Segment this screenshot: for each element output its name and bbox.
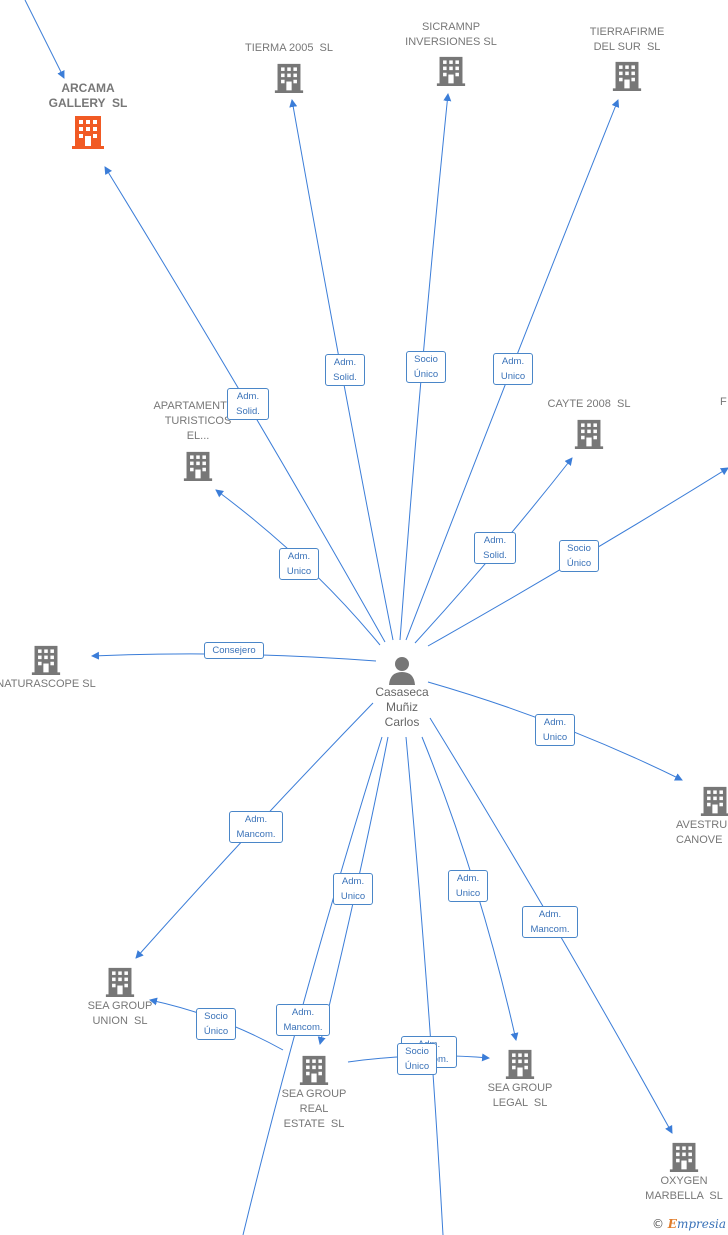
edge-label-tierrafirme[interactable]: Adm. Unico: [493, 353, 533, 385]
node-oxygen-marbella[interactable]: OXYGEN MARBELLA SL: [632, 1140, 728, 1204]
edge-label-arcama[interactable]: Adm. Solid.: [227, 388, 269, 420]
node-apartamentos-turisticos[interactable]: APARTAMENTOS TURISTICOS EL...: [140, 399, 256, 483]
node-label: F: [720, 396, 727, 408]
edge-label-offscreen[interactable]: Socio Único: [559, 540, 599, 572]
node-label: ARCAMA GALLERY SL: [48, 81, 128, 110]
node-sea-group-union[interactable]: SEA GROUP UNION SL: [68, 965, 172, 1029]
node-label: NATURASCOPE SL: [0, 678, 96, 690]
edge-label-legal[interactable]: Adm. Unico: [448, 870, 488, 902]
empresia-watermark: © Empresia: [652, 1217, 726, 1231]
node-label: APARTAMENTOS TURISTICOS EL...: [153, 400, 243, 442]
copyright-symbol: ©: [651, 1217, 664, 1231]
node-offscreen-right[interactable]: F: [720, 395, 728, 410]
building-icon: [574, 419, 604, 449]
edge-label-cayte[interactable]: Adm. Solid.: [474, 532, 516, 564]
node-label: AVESTRU CANOVE: [676, 819, 728, 846]
building-icon: [505, 1049, 535, 1079]
node-cayte-2008[interactable]: CAYTE 2008 SL: [530, 397, 648, 451]
node-tierma-2005[interactable]: TIERMA 2005 SL: [230, 41, 348, 95]
building-icon: [183, 451, 213, 481]
edge-label-realestate-b[interactable]: Adm. Mancom.: [276, 1004, 330, 1036]
edge-label-avestru[interactable]: Adm. Unico: [535, 714, 575, 746]
brand-initial: E: [667, 1217, 677, 1231]
node-avestru-canove[interactable]: AVESTRU CANOVE: [676, 784, 728, 848]
node-label: CAYTE 2008 SL: [547, 398, 631, 410]
edge-label-naturascope[interactable]: Consejero: [204, 642, 264, 659]
edge-label-legal-from-realestate[interactable]: Socio Único: [397, 1043, 437, 1075]
edge-label-union[interactable]: Adm. Mancom.: [229, 811, 283, 843]
center-person[interactable]: Casaseca Muñiz Carlos: [352, 655, 452, 730]
edge-label-oxygen[interactable]: Adm. Mancom.: [522, 906, 578, 938]
edge-line-top-left: [24, 0, 65, 79]
node-label: TIERRAFIRME DEL SUR SL: [589, 26, 665, 53]
edge-line-realestate-b: [242, 736, 383, 1235]
edge-label-realestate-a[interactable]: Adm. Unico: [333, 873, 373, 905]
building-icon: [105, 967, 135, 997]
node-label: SICRAMNP INVERSIONES SL: [405, 21, 497, 48]
edge-line-down: [405, 736, 444, 1235]
node-label: OXYGEN MARBELLA SL: [645, 1175, 723, 1202]
node-label: SEA GROUP REAL ESTATE SL: [281, 1088, 347, 1130]
node-tierrafirme-del-sur[interactable]: TIERRAFIRME DEL SUR SL: [568, 25, 686, 93]
node-label: SEA GROUP UNION SL: [87, 1000, 153, 1027]
node-sicramnp-inversiones[interactable]: SICRAMNP INVERSIONES SL: [392, 20, 510, 88]
node-arcama-gallery[interactable]: ARCAMA GALLERY SL: [38, 81, 138, 150]
building-icon: [436, 56, 466, 86]
building-icon: [72, 116, 104, 149]
node-sea-group-real-estate[interactable]: SEA GROUP REAL ESTATE SL: [262, 1053, 366, 1132]
node-naturascope[interactable]: NATURASCOPE SL: [0, 643, 98, 692]
building-icon: [299, 1055, 329, 1085]
edge-label-sicramnp[interactable]: Socio Único: [406, 351, 446, 383]
node-label: TIERMA 2005 SL: [244, 42, 334, 54]
building-icon: [31, 645, 61, 675]
edge-label-tierma[interactable]: Adm. Solid.: [325, 354, 365, 386]
edge-label-union-from-realestate[interactable]: Socio Único: [196, 1008, 236, 1040]
node-label: SEA GROUP LEGAL SL: [487, 1082, 553, 1109]
edge-label-apartamentos[interactable]: Adm. Unico: [279, 548, 319, 580]
node-sea-group-legal[interactable]: SEA GROUP LEGAL SL: [468, 1047, 572, 1111]
building-icon: [669, 1142, 699, 1172]
building-icon: [612, 61, 642, 91]
person-icon: [389, 657, 415, 685]
building-icon: [274, 63, 304, 93]
brand-name: mpresia: [676, 1217, 726, 1231]
building-icon: [700, 786, 728, 816]
person-name: Casaseca Muñiz Carlos: [375, 685, 429, 729]
